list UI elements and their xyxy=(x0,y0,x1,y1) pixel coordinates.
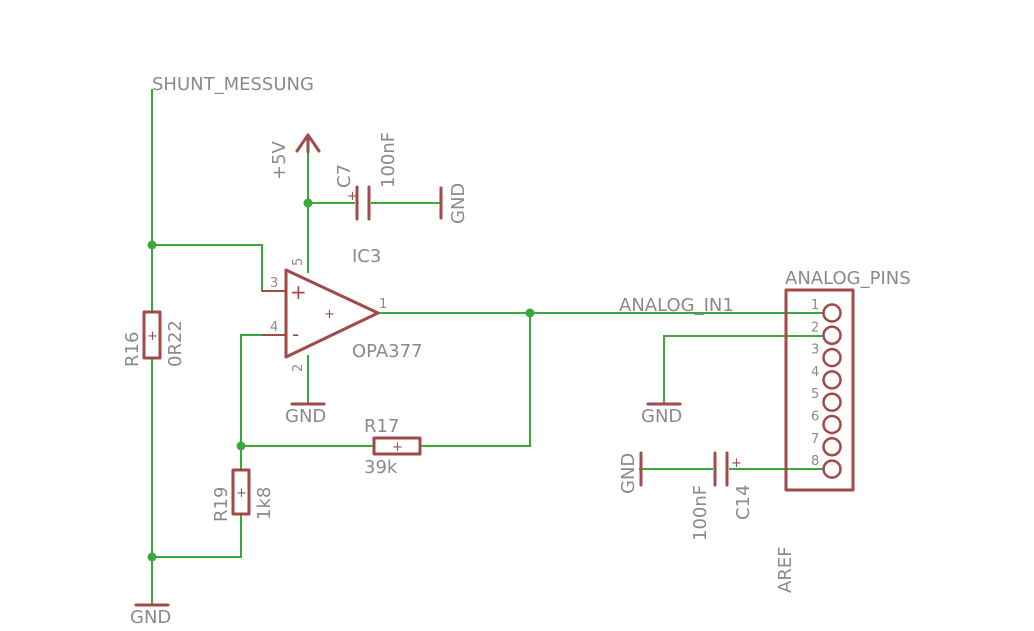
net-label-aref: AREF xyxy=(775,546,796,593)
connector-pins: 1 2 3 4 5 6 7 8 xyxy=(811,298,842,479)
wire-to-plus-input xyxy=(151,244,286,292)
junction-dot xyxy=(147,240,157,250)
connector-pin-circle xyxy=(822,303,842,323)
r19-mark: + xyxy=(236,486,247,501)
net-label-analog-in: ANALOG_IN1 xyxy=(619,295,734,316)
opamp-pin4-number: 4 xyxy=(270,320,278,335)
wire-minus-input xyxy=(240,334,286,471)
r17-value: 39k xyxy=(364,457,398,478)
connector-pin-number: 5 xyxy=(811,387,819,402)
junction-dot xyxy=(236,441,246,451)
connector-pin-number: 4 xyxy=(811,365,819,380)
r19-body xyxy=(231,468,251,516)
r17-mark: + xyxy=(392,440,403,455)
wires xyxy=(151,89,824,605)
opamp-plus-sign: + xyxy=(290,280,307,304)
opamp-minus-sign: - xyxy=(292,322,299,346)
opamp-name: IC3 xyxy=(352,246,381,267)
gnd-pin2: GND xyxy=(641,402,682,427)
gnd-label: GND xyxy=(285,406,326,427)
connector-name: ANALOG_PINS xyxy=(785,268,911,289)
opamp-pin1-number: 1 xyxy=(379,297,387,312)
gnd-label: GND xyxy=(618,453,639,494)
c14-name: C14 xyxy=(733,485,754,520)
r19-value: 1k8 xyxy=(254,487,275,520)
opamp-pin5-number: 5 xyxy=(291,258,306,266)
gnd-label: GND xyxy=(641,406,682,427)
r16-mark: + xyxy=(147,329,158,344)
connector-pin-circle xyxy=(822,437,842,457)
connector-pin-circle xyxy=(822,459,842,479)
connector-pin-circle xyxy=(822,392,842,412)
capacitor-c14[interactable]: + 100nF C14 xyxy=(690,451,754,541)
r16-body xyxy=(142,310,162,360)
c7-plus-mark: + xyxy=(347,189,358,204)
wire-r19-bottom xyxy=(151,513,242,558)
wire-pin2-gnd xyxy=(663,335,824,404)
gnd-c14: GND xyxy=(618,451,643,494)
supply-label: +5V xyxy=(269,140,290,180)
opamp-pin3-number: 3 xyxy=(270,276,278,291)
resistor-r16[interactable]: + R16 0R22 xyxy=(122,310,186,367)
opamp-value: OPA377 xyxy=(352,341,423,362)
junction-dot xyxy=(525,308,535,318)
opamp-center-plus: + xyxy=(324,307,335,322)
junction-dot xyxy=(147,552,157,562)
r16-name: R16 xyxy=(122,332,143,367)
wire-feedback-right xyxy=(419,312,531,447)
gnd-c7: GND xyxy=(439,183,469,224)
capacitor-c7[interactable]: + C7 100nF xyxy=(334,132,399,221)
opamp-triangle xyxy=(284,268,380,359)
r19-name: R19 xyxy=(211,487,232,522)
c14-plus-mark: + xyxy=(731,456,742,471)
connector-pin-circle xyxy=(822,370,842,390)
junctions xyxy=(147,198,535,562)
c7-name: C7 xyxy=(334,164,355,188)
gnd-label: GND xyxy=(130,607,171,628)
connector-pin-number: 8 xyxy=(811,454,819,469)
connector-pin-number: 1 xyxy=(811,298,819,313)
opamp-pin2-number: 2 xyxy=(291,364,306,372)
opamp-ic3[interactable]: + - + 3 4 1 5 2 IC3 OPA377 xyxy=(262,246,423,372)
resistor-r17[interactable]: + R17 39k xyxy=(364,416,422,478)
r17-body xyxy=(372,436,422,456)
connector-body xyxy=(784,288,855,492)
resistor-r19[interactable]: + R19 1k8 xyxy=(211,468,275,522)
connector-pin-circle xyxy=(822,347,842,368)
gnd-opamp: GND xyxy=(285,402,326,427)
gnd-label: GND xyxy=(448,183,469,224)
connector-pin-number: 3 xyxy=(811,343,819,358)
net-label-shunt: SHUNT_MESSUNG xyxy=(152,74,314,95)
gnd-main: GND xyxy=(130,603,171,628)
r17-name: R17 xyxy=(364,416,399,437)
c14-value: 100nF xyxy=(690,485,711,541)
connector-analog-pins[interactable]: ANALOG_PINS 1 2 3 4 5 6 7 8 xyxy=(784,268,911,492)
connector-pin-number: 2 xyxy=(811,320,819,335)
supply-5v: +5V xyxy=(269,133,321,180)
c7-value: 100nF xyxy=(378,132,399,188)
connector-pin-number: 7 xyxy=(811,432,819,447)
junction-dot xyxy=(303,198,313,208)
r16-value: 0R22 xyxy=(165,320,186,367)
connector-pin-circle xyxy=(822,325,842,346)
connector-pin-circle xyxy=(822,414,842,435)
connector-pin-number: 6 xyxy=(811,410,819,425)
